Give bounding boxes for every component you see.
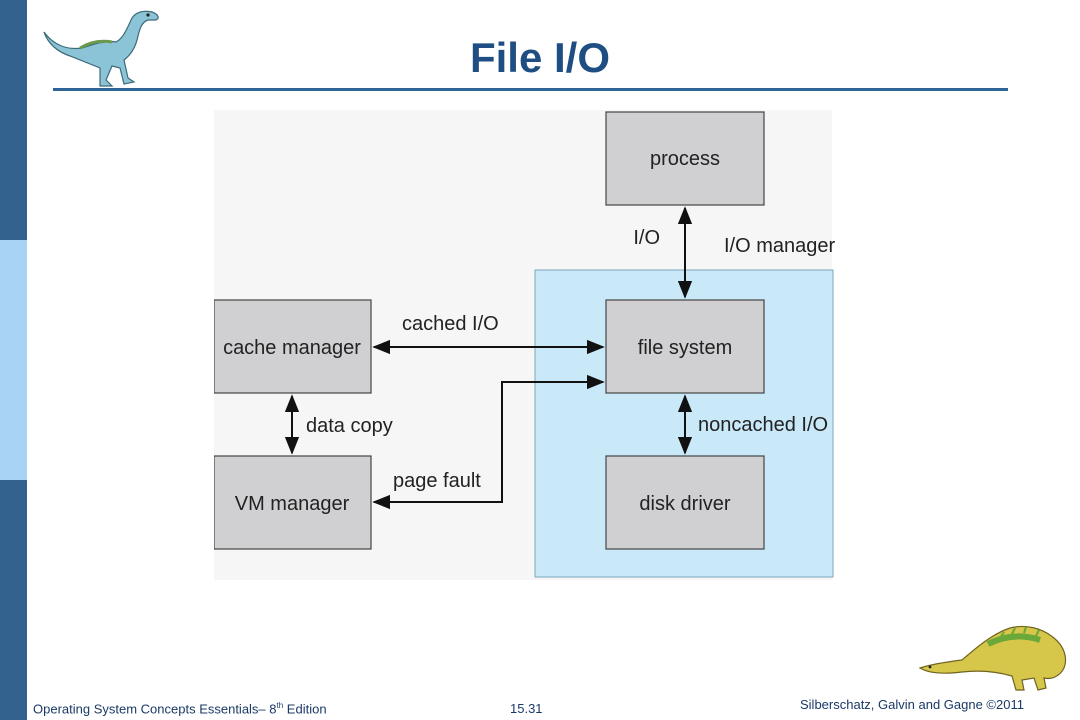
cached-io-label: cached I/O (402, 313, 499, 335)
file-io-diagram: process file system disk driver cache ma… (214, 110, 836, 580)
footer-edition-superscript: th (276, 701, 284, 710)
footer-book-title: Operating System Concepts Essentials– 8t… (33, 701, 327, 716)
process-box: process (605, 111, 765, 206)
data-copy-label: data copy (306, 415, 393, 437)
page-number: 15.31 (510, 701, 543, 716)
io-manager-label: I/O manager (724, 235, 836, 257)
cache-manager-box-label: cache manager (223, 337, 361, 359)
dinosaur-logo-top (43, 10, 159, 87)
noncached-io-label: noncached I/O (698, 414, 828, 436)
io-label: I/O (633, 227, 660, 249)
sidebar-middle-band (0, 240, 27, 480)
footer-book-title-text: Operating System Concepts Essentials– 8 (33, 701, 277, 717)
vm-manager-box-label: VM manager (235, 493, 350, 515)
page-fault-label: page fault (393, 470, 481, 492)
slide-title: File I/O (469, 34, 611, 81)
title-underline (53, 88, 1008, 91)
dinosaur-logo-bottom (918, 625, 1067, 691)
copyright-notice: Silberschatz, Galvin and Gagne ©2011 (800, 697, 1024, 712)
file-system-box-label: file system (638, 337, 732, 359)
file-system-box: file system (605, 299, 765, 394)
footer-edition-text: Edition (283, 701, 327, 717)
page-fault-arrow (372, 374, 605, 510)
cache-manager-box: cache manager (214, 299, 372, 394)
sidebar-bottom-band (0, 480, 27, 720)
disk-driver-box-label: disk driver (639, 493, 730, 515)
disk-driver-box: disk driver (605, 455, 765, 550)
process-box-label: process (650, 148, 720, 170)
sidebar-top-band (0, 0, 27, 240)
vm-manager-box: VM manager (214, 455, 372, 550)
